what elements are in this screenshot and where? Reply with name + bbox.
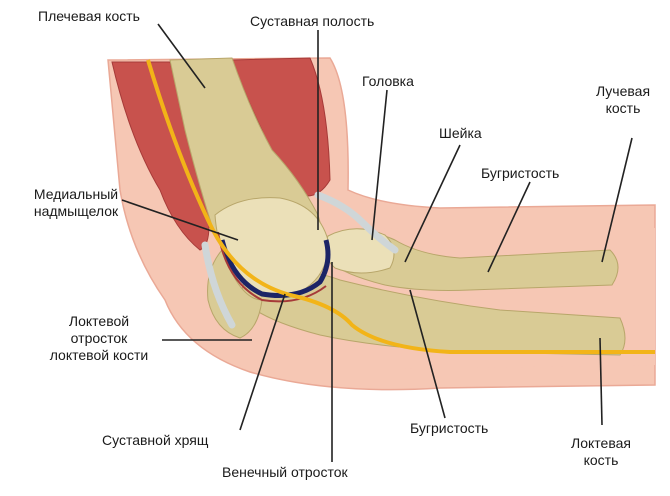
label-radius: Лучевая кость <box>592 83 654 117</box>
label-radius-line2: кость <box>605 100 641 116</box>
label-olecranon-line1: Локтевой <box>68 313 130 329</box>
leader-neck <box>404 144 461 263</box>
label-ulna: Локтевая кость <box>560 435 642 469</box>
ligament-medial <box>201 241 236 329</box>
ligament-lateral <box>314 191 399 254</box>
label-radius-line1: Лучевая <box>595 83 651 99</box>
cartilage-band <box>217 231 327 303</box>
radial-head <box>324 228 395 274</box>
olecranon <box>207 249 263 339</box>
label-coronoid: Венечный отросток <box>222 464 348 480</box>
label-medial-line1: Медиальный <box>33 186 119 202</box>
label-ulna-line1: Локтевая <box>571 435 631 451</box>
leader-lines <box>121 23 633 462</box>
leader-medial <box>121 199 239 241</box>
label-medial-line2: надмыщелок <box>33 203 119 219</box>
nerve <box>146 59 655 354</box>
label-cartilage: Суставной хрящ <box>102 432 209 448</box>
label-ulna-line2: кость <box>583 452 619 468</box>
label-olecranon: Локтевой отросток локтевой кости <box>40 313 158 364</box>
label-tuberosity-lower: Бугристость <box>410 420 489 436</box>
leader-cartilage <box>239 293 286 431</box>
label-head: Головка <box>362 73 414 89</box>
label-olecranon-line2: отросток <box>70 330 128 346</box>
label-neck: Шейка <box>439 125 482 141</box>
label-medial: Медиальный надмыщелок <box>28 186 124 220</box>
leader-radius <box>601 137 633 263</box>
label-tuberosity-upper: Бугристость <box>481 165 560 181</box>
label-humerus: Плечевая кость <box>38 8 140 24</box>
leader-tuberosity-upper <box>487 181 531 273</box>
leader-tuberosity-lower <box>409 289 446 419</box>
leader-ulna <box>599 337 603 426</box>
leader-head <box>371 89 388 241</box>
label-joint-cavity: Суставная полость <box>250 13 375 29</box>
leader-humerus <box>157 23 206 89</box>
label-olecranon-line3: локтевой кости <box>49 347 149 363</box>
